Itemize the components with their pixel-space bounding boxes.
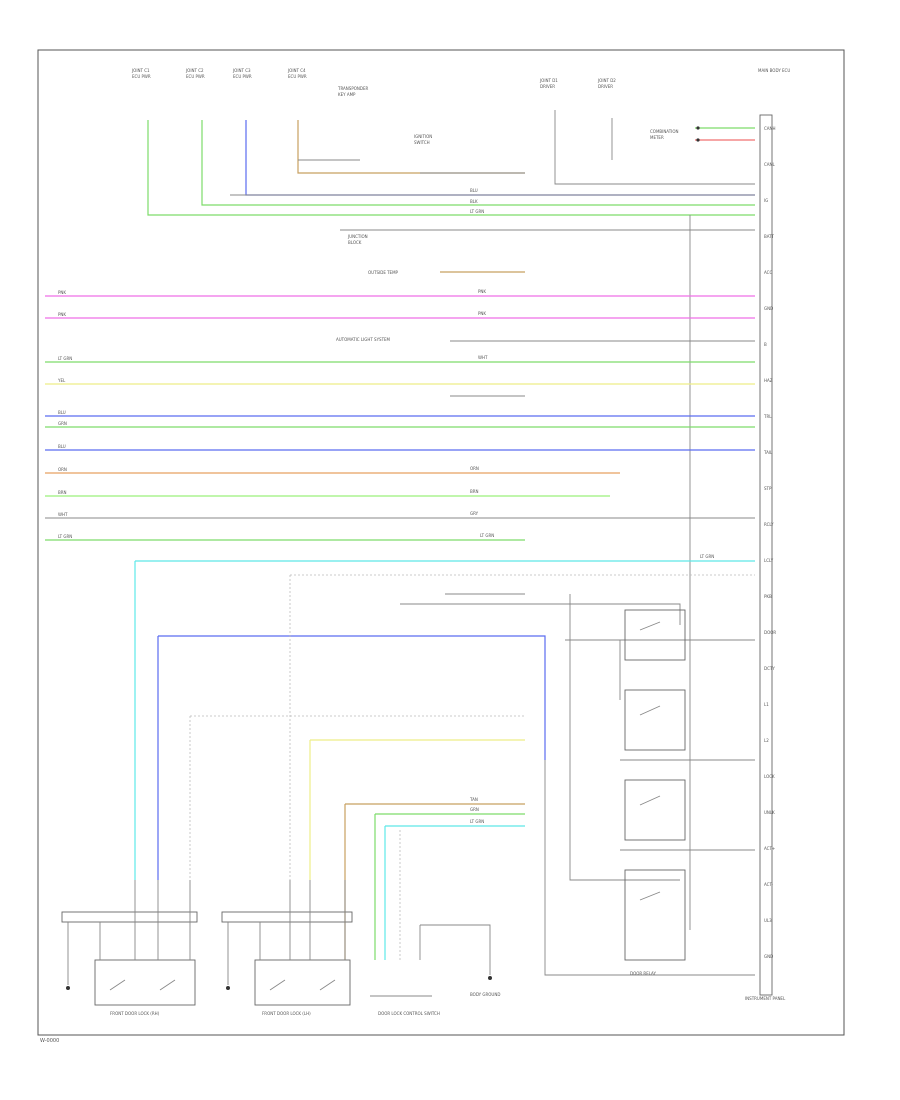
module-pin-label: B [764,342,767,347]
module-pin-label: LCLY [764,558,774,563]
svg-text:PNK: PNK [58,312,66,317]
svg-text:WHT: WHT [478,355,488,360]
svg-text:TRANSPONDER: TRANSPONDER [337,86,368,91]
svg-text:LT GRN: LT GRN [58,534,72,539]
module-pin-label: IG [764,198,768,203]
svg-text:DRIVER: DRIVER [598,84,613,89]
module-pin-label: UNLK [764,810,775,815]
module-pin-label: GND [764,306,773,311]
svg-text:TAN: TAN [469,797,478,802]
diagram-frame [37,49,845,1036]
module-pin-label: ACT+ [764,846,775,851]
svg-text:JUNCTION: JUNCTION [347,234,368,239]
module-pin-label: ACT- [764,882,774,887]
svg-text:BLU: BLU [470,188,478,193]
svg-text:DOOR LOCK CONTROL SWITCH: DOOR LOCK CONTROL SWITCH [378,1011,440,1016]
module-pin-label: LOCK [764,774,775,779]
relay-switch-group: DOOR RELAY [624,609,686,976]
svg-text:LT GRN: LT GRN [480,533,494,538]
door-relay-label: DOOR RELAY [630,971,656,976]
svg-text:WHT: WHT [58,512,68,517]
svg-text:LT GRN: LT GRN [58,356,72,361]
svg-text:BLOCK: BLOCK [348,240,362,245]
svg-text:FRONT DOOR LOCK (RH): FRONT DOOR LOCK (RH) [110,1011,160,1016]
svg-text:ORN: ORN [470,466,479,471]
svg-text:LT GRN: LT GRN [700,554,714,559]
inline-wire-labels: PNK PNK WHT ORN BRN GRY LT GRN LT GRN BL… [469,188,714,824]
module-pin-label: TAIL [763,450,773,455]
svg-text:ECU PWR: ECU PWR [233,74,252,79]
svg-text:KEY AMP: KEY AMP [338,92,356,97]
module-pin-label: ACC [764,270,772,275]
svg-text:GRY: GRY [470,511,479,516]
figure-code: W-0000 [40,1038,60,1044]
module-bottom-label: INSTRUMENT PANEL [745,996,786,1001]
svg-text:BRN: BRN [470,489,479,494]
svg-text:ECU PWR: ECU PWR [288,74,307,79]
module-pin-label: RCLY [764,522,774,527]
module-top-label: MAIN BODY ECU [758,68,790,73]
left-wire-labels: PNK PNK LT GRN YEL BLU GRN BLU ORN BRN W… [57,290,72,539]
svg-text:BODY GROUND: BODY GROUND [470,992,500,997]
svg-text:JOINT C1: JOINT C1 [131,68,150,73]
svg-text:PNK: PNK [58,290,66,295]
module-pin-label: HAZ [764,378,773,383]
module-pin-label: CANL [764,162,776,167]
module-pin-label: L1 [764,702,769,707]
svg-text:ORN: ORN [58,467,67,472]
module-pin-label: PKB [764,594,772,599]
svg-text:JOINT D2: JOINT D2 [597,78,616,83]
bottom-components: FRONT DOOR LOCK (RH) FRONT DOOR LOCK (LH… [61,880,500,1016]
module-pin-label: UL3 [764,918,772,923]
svg-text:JOINT D1: JOINT D1 [539,78,558,83]
svg-text:LT GRN: LT GRN [470,209,484,214]
svg-text:BRN: BRN [58,490,67,495]
svg-text:COMBINATION: COMBINATION [650,129,679,134]
svg-text:FRONT DOOR LOCK (LH): FRONT DOOR LOCK (LH) [262,1011,311,1016]
module-pin-label: GND [764,954,773,959]
svg-text:DRIVER: DRIVER [540,84,555,89]
svg-text:SWITCH: SWITCH [414,140,430,145]
svg-text:GRN: GRN [470,807,479,812]
module-pin-label: STP [764,486,772,491]
svg-text:OUTSIDE TEMP: OUTSIDE TEMP [368,270,399,275]
svg-text:LT GRN: LT GRN [470,819,484,824]
main-body-ecu [759,114,773,996]
module-pin-label: L2 [764,738,769,743]
svg-text:JOINT C4: JOINT C4 [287,68,306,73]
svg-text:BLU: BLU [58,444,66,449]
module-pin-label: BATT [764,234,775,239]
module-pin-label: CANH [764,126,776,131]
svg-text:ECU PWR: ECU PWR [186,74,205,79]
svg-text:BLK: BLK [470,199,478,204]
svg-text:JOINT C3: JOINT C3 [232,68,251,73]
module-pin-label: TRL [763,414,772,419]
module-pin-label: DCTY [764,666,775,671]
svg-text:AUTOMATIC LIGHT SYSTEM: AUTOMATIC LIGHT SYSTEM [336,337,391,342]
svg-text:PNK: PNK [478,311,486,316]
svg-text:BLU: BLU [58,410,66,415]
module-pin-labels: CANH CANL IG BATT ACC GND B HAZ TRL TAIL STP RCLY LC… [763,126,776,959]
svg-text:IGNITION: IGNITION [414,134,432,139]
svg-text:YEL: YEL [57,378,66,383]
module-pin-label: DOOR [764,630,776,635]
svg-text:GRN: GRN [58,421,67,426]
svg-text:PNK: PNK [478,289,486,294]
svg-text:ECU PWR: ECU PWR [132,74,151,79]
svg-text:JOINT C2: JOINT C2 [185,68,204,73]
svg-text:METER: METER [650,135,664,140]
